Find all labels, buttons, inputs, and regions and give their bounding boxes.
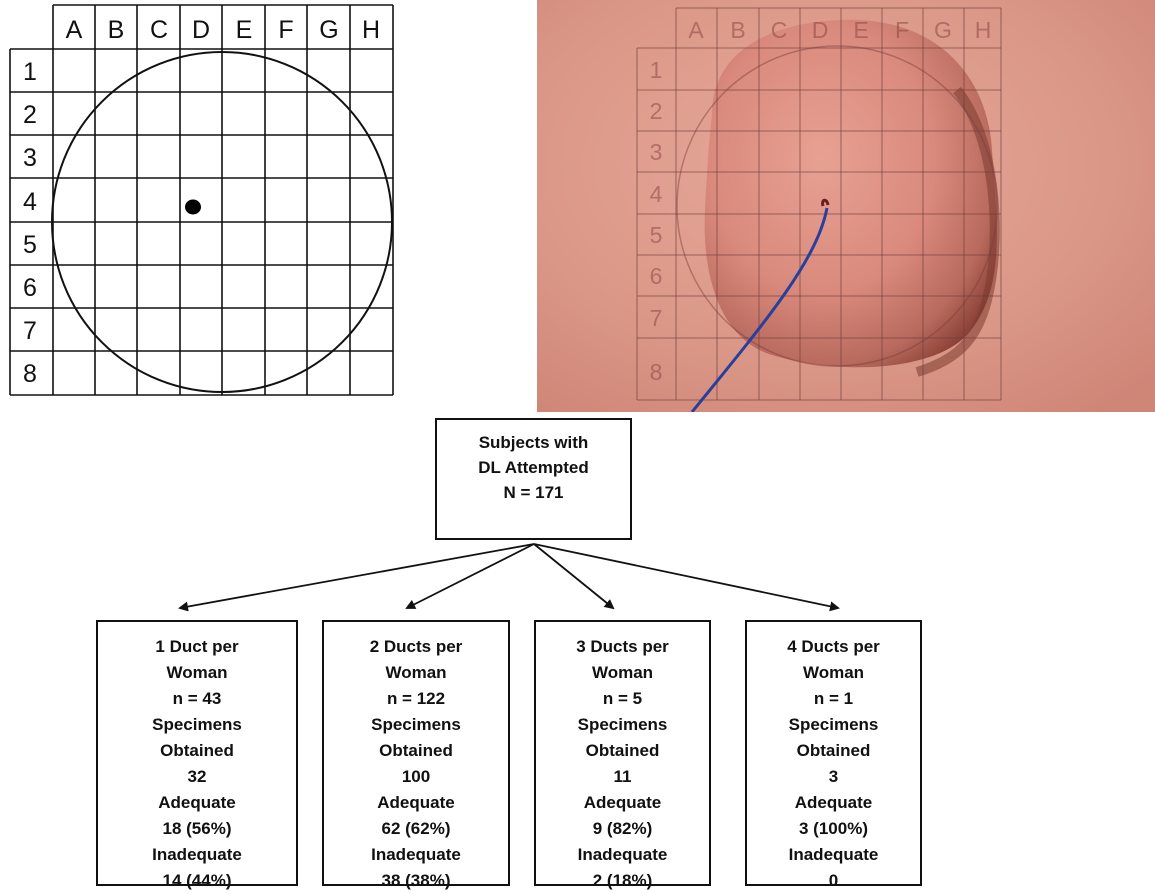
photo-row-label: 3 — [650, 139, 663, 165]
grid-row-label: 6 — [23, 274, 37, 302]
photo-row-label: 8 — [650, 359, 663, 385]
photo-column-label: B — [730, 17, 745, 43]
photo-column-label: C — [771, 17, 788, 43]
grid-column-label: B — [108, 16, 125, 44]
box-line: n = 122 — [324, 686, 508, 712]
grid-column-label: E — [236, 16, 253, 44]
photo-row-label: 1 — [650, 57, 663, 83]
grid-column-label: F — [278, 16, 293, 44]
photo-column-label: A — [688, 17, 704, 43]
box-line: 3 — [747, 764, 920, 790]
box-line: Woman — [747, 660, 920, 686]
box-line: 0 — [747, 868, 920, 894]
box-line: Adequate — [536, 790, 709, 816]
box-line: 14 (44%) — [98, 868, 296, 894]
arrow-to-3-ducts — [534, 544, 613, 608]
grid-row-label: 1 — [23, 58, 37, 86]
box-line: 2 Ducts per — [324, 634, 508, 660]
root-line: N = 171 — [437, 480, 630, 505]
photo-row-label: 2 — [650, 98, 663, 124]
grid-row-label: 7 — [23, 317, 37, 345]
box-line: Specimens — [536, 712, 709, 738]
box-line: 3 (100%) — [747, 816, 920, 842]
arrow-to-1-duct — [180, 544, 534, 608]
box-line: n = 1 — [747, 686, 920, 712]
box-line: Adequate — [98, 790, 296, 816]
root-line: Subjects with — [437, 430, 630, 455]
box-line: 18 (56%) — [98, 816, 296, 842]
grid-column-label: C — [150, 16, 168, 44]
photo-row-label: 7 — [650, 305, 663, 331]
grid-row-label: 2 — [23, 101, 37, 129]
box-line: Obtained — [324, 738, 508, 764]
box-line: Woman — [98, 660, 296, 686]
box-line: n = 43 — [98, 686, 296, 712]
box-line: Inadequate — [536, 842, 709, 868]
photo-column-label: F — [895, 17, 909, 43]
box-line: 2 (18%) — [536, 868, 709, 894]
box-line: Inadequate — [747, 842, 920, 868]
box-line: 11 — [536, 764, 709, 790]
box-line: Specimens — [98, 712, 296, 738]
grid-row-label: 8 — [23, 360, 37, 388]
grid-column-label: H — [362, 16, 380, 44]
grid-column-label: G — [319, 16, 338, 44]
box-line: 32 — [98, 764, 296, 790]
box-line: n = 5 — [536, 686, 709, 712]
grid-column-label: A — [66, 16, 83, 44]
photo-column-label: E — [853, 17, 868, 43]
arrow-to-2-ducts — [407, 544, 534, 608]
grid-row-label: 5 — [23, 231, 37, 259]
box-line: Inadequate — [98, 842, 296, 868]
box-line: Obtained — [98, 738, 296, 764]
arrow-to-4-ducts — [534, 544, 838, 608]
photo-column-label: G — [934, 17, 952, 43]
box-line: Obtained — [747, 738, 920, 764]
box-line: Adequate — [747, 790, 920, 816]
box-line: Inadequate — [324, 842, 508, 868]
photo-column-label: D — [812, 17, 829, 43]
duct-marker — [185, 200, 201, 215]
box-line: 62 (62%) — [324, 816, 508, 842]
box-line: Specimens — [324, 712, 508, 738]
photo-column-label: H — [975, 17, 992, 43]
box-line: 4 Ducts per — [747, 634, 920, 660]
photo-row-label: 4 — [650, 181, 663, 207]
box-line: 3 Ducts per — [536, 634, 709, 660]
root-box-subjects: Subjects with DL Attempted N = 171 — [435, 418, 632, 540]
photo-row-label: 5 — [650, 222, 663, 248]
grid-row-label: 3 — [23, 144, 37, 172]
box-line: 1 Duct per — [98, 634, 296, 660]
box-line: Woman — [324, 660, 508, 686]
box-line: Specimens — [747, 712, 920, 738]
box-line: 100 — [324, 764, 508, 790]
box-line: Adequate — [324, 790, 508, 816]
photo-row-label: 6 — [650, 263, 663, 289]
box-line: 9 (82%) — [536, 816, 709, 842]
grid-row-label: 4 — [23, 188, 37, 216]
grid-column-label: D — [192, 16, 210, 44]
box-line: Woman — [536, 660, 709, 686]
box-line: 38 (38%) — [324, 868, 508, 894]
root-line: DL Attempted — [437, 455, 630, 480]
box-line: Obtained — [536, 738, 709, 764]
